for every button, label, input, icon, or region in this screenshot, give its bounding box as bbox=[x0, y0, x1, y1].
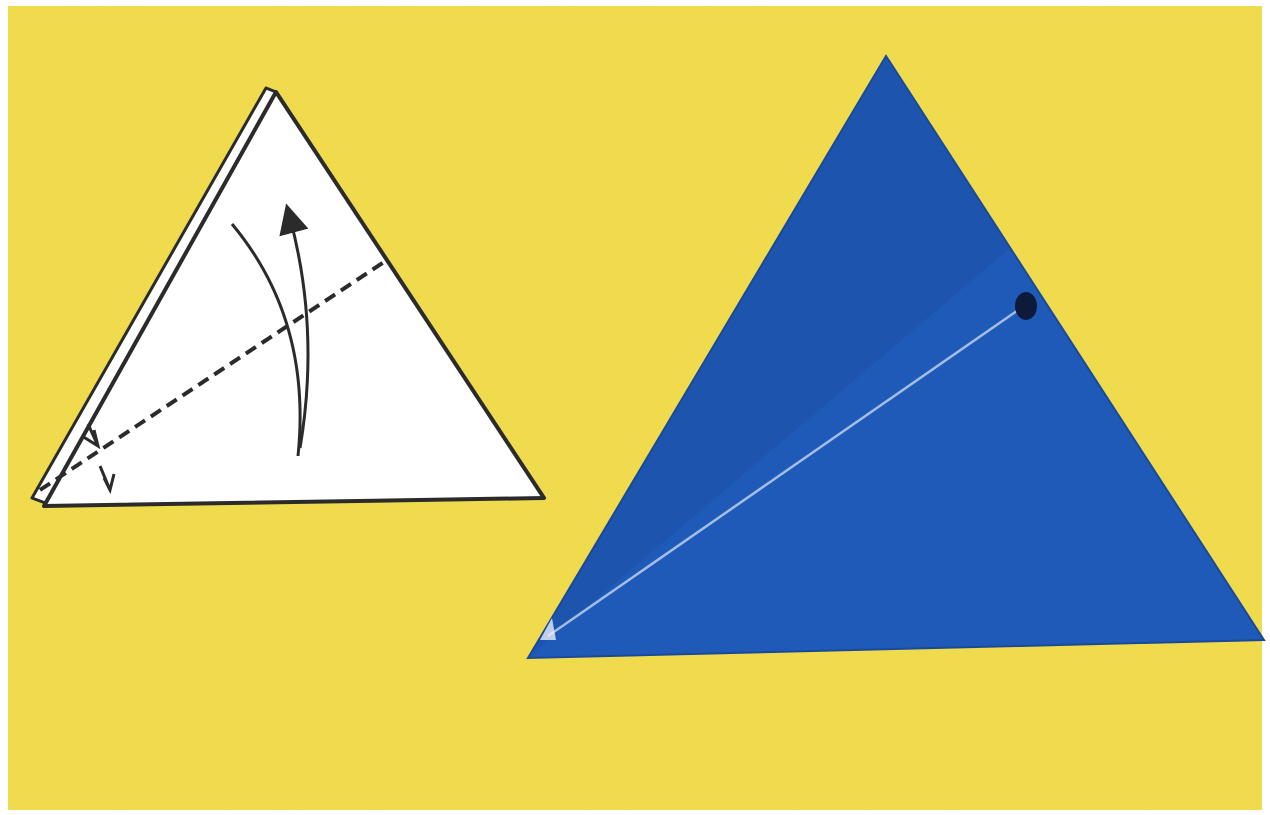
reference-dot-icon bbox=[1015, 292, 1037, 320]
